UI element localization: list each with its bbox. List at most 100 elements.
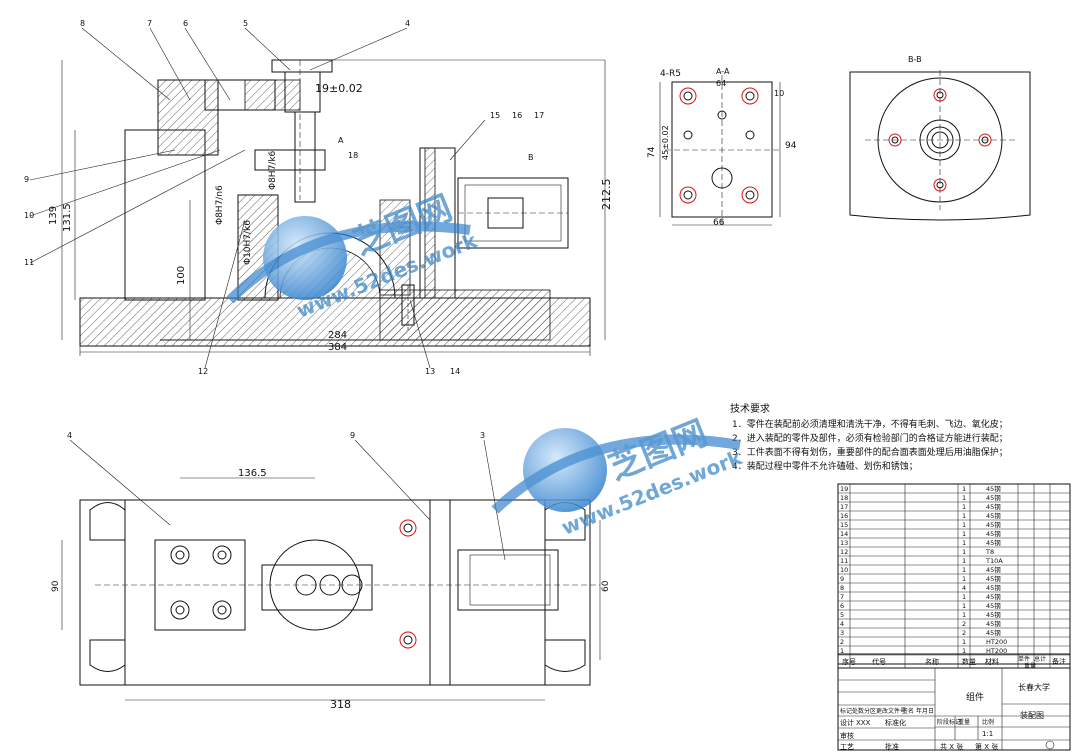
svg-text:13: 13 bbox=[425, 367, 435, 376]
bom-hdr-qty: 数量 bbox=[962, 657, 976, 666]
bom-qty: 1 bbox=[962, 485, 966, 493]
bom-no: 1 bbox=[840, 647, 844, 655]
approve-label: 批准 bbox=[885, 742, 899, 751]
bom-qty: 1 bbox=[962, 503, 966, 511]
mark-label: 标记 bbox=[840, 707, 852, 715]
bom-material: 45钢 bbox=[986, 494, 1001, 502]
bom-hdr-unit: 单件 bbox=[1018, 655, 1030, 663]
bom-material: 45钢 bbox=[986, 512, 1001, 520]
dim-side-74: 74 bbox=[647, 146, 657, 158]
svg-text:9: 9 bbox=[350, 431, 355, 440]
bom-qty: 1 bbox=[962, 539, 966, 547]
svg-text:5: 5 bbox=[243, 19, 248, 28]
fit-label-1: Φ8H7/k6 bbox=[268, 150, 278, 190]
signature-label: 签名 bbox=[902, 707, 914, 715]
review-label: 审核 bbox=[840, 731, 854, 740]
group-label: 组件 bbox=[966, 691, 984, 703]
bom-qty: 1 bbox=[962, 647, 966, 655]
bom-material: 45钢 bbox=[986, 530, 1001, 538]
plan-view bbox=[61, 477, 601, 701]
bom-material: 45钢 bbox=[986, 539, 1001, 547]
tolerance-top: 19±0.02 bbox=[315, 82, 363, 95]
dim-139: 139 bbox=[48, 206, 59, 225]
dim-total-height: 212.5 bbox=[600, 179, 613, 211]
dim-side-4r5: 4-R5 bbox=[660, 69, 681, 79]
projection-symbol-icon bbox=[1045, 740, 1055, 750]
bom-qty: 1 bbox=[962, 530, 966, 538]
bom-material: HT200 bbox=[986, 647, 1007, 655]
bom-row: 1 1 HT200 bbox=[840, 647, 1007, 655]
bom-qty: 1 bbox=[962, 575, 966, 583]
bom-row: 7 1 45钢 bbox=[840, 593, 1001, 601]
svg-text:11: 11 bbox=[24, 258, 34, 267]
bom-qty: 4 bbox=[962, 584, 966, 592]
bom-no: 16 bbox=[840, 512, 848, 520]
bom-no: 2 bbox=[840, 638, 844, 646]
bom-material: 45钢 bbox=[986, 593, 1001, 601]
tech-req-3: 3．工件表面不得有划伤，重要部件的配合面表面处理后用油脂保护； bbox=[732, 446, 1008, 458]
bom-qty: 1 bbox=[962, 611, 966, 619]
bom-qty: 1 bbox=[962, 638, 966, 646]
bom-no: 6 bbox=[840, 602, 844, 610]
bom-no: 13 bbox=[840, 539, 848, 547]
svg-text:16: 16 bbox=[512, 111, 522, 120]
callouts-plan: 4 9 3 bbox=[67, 431, 485, 440]
stage-label: 阶段标记 bbox=[937, 718, 961, 726]
bom-qty: 2 bbox=[962, 620, 966, 628]
design-name: XXX bbox=[856, 719, 871, 727]
dim-284: 284 bbox=[328, 330, 347, 341]
tech-requirements: 技术要求 1．零件在装配前必须清理和清洗干净，不得有毛刺、飞边、氧化皮； 2．进… bbox=[730, 402, 1008, 472]
tech-req-1: 1．零件在装配前必须清理和清洗干净，不得有毛刺、飞边、氧化皮； bbox=[732, 418, 1008, 430]
bom-row: 13 1 45钢 bbox=[840, 539, 1001, 547]
bom-qty: 1 bbox=[962, 602, 966, 610]
bom-material: 45钢 bbox=[986, 521, 1001, 529]
view-label-bb: B-B bbox=[908, 55, 922, 64]
bom-no: 7 bbox=[840, 593, 844, 601]
design-label: 设计 bbox=[840, 718, 854, 727]
svg-text:7: 7 bbox=[147, 19, 152, 28]
svg-text:12: 12 bbox=[198, 367, 208, 376]
zone-label: 分区 bbox=[864, 707, 876, 715]
bom-no: 15 bbox=[840, 521, 848, 529]
front-view bbox=[61, 59, 606, 356]
svg-text:15: 15 bbox=[490, 111, 500, 120]
view-label-aa: A-A bbox=[716, 67, 730, 76]
dim-plan-60: 60 bbox=[601, 580, 611, 592]
bom-qty: 1 bbox=[962, 512, 966, 520]
svg-text:17: 17 bbox=[534, 111, 544, 120]
tech-req-4: 4．装配过程中零件不允许磕碰、划伤和锈蚀； bbox=[732, 460, 918, 472]
drawing-type: 装配图 bbox=[1020, 710, 1044, 720]
svg-text:18: 18 bbox=[348, 151, 358, 160]
bom-material: 45钢 bbox=[986, 575, 1001, 583]
dim-side-10: 10 bbox=[774, 89, 784, 98]
svg-text:4: 4 bbox=[67, 431, 72, 440]
bom-material: 45钢 bbox=[986, 584, 1001, 592]
dim-plan-90: 90 bbox=[51, 580, 61, 592]
dim-318: 318 bbox=[330, 698, 351, 711]
side-view bbox=[659, 75, 781, 226]
bom-hdr-code: 代号 bbox=[872, 657, 886, 666]
bom-no: 5 bbox=[840, 611, 844, 619]
bom-material: 45钢 bbox=[986, 485, 1001, 493]
svg-text:10: 10 bbox=[24, 211, 34, 220]
bom-hdr-weight: 重量 bbox=[1024, 662, 1036, 670]
bom-material: T8 bbox=[985, 548, 994, 556]
dim-side-45: 45±0.02 bbox=[661, 125, 670, 160]
view-marker-b: B bbox=[528, 153, 534, 162]
fit-label-2: Φ8H7/n6 bbox=[215, 185, 225, 225]
bom-qty: 1 bbox=[962, 566, 966, 574]
bom-qty: 1 bbox=[962, 593, 966, 601]
dim-100: 100 bbox=[176, 266, 187, 285]
bom-hdr-total: 总计 bbox=[1034, 655, 1046, 663]
fit-label-3: Φ10H7/k6 bbox=[243, 220, 253, 265]
